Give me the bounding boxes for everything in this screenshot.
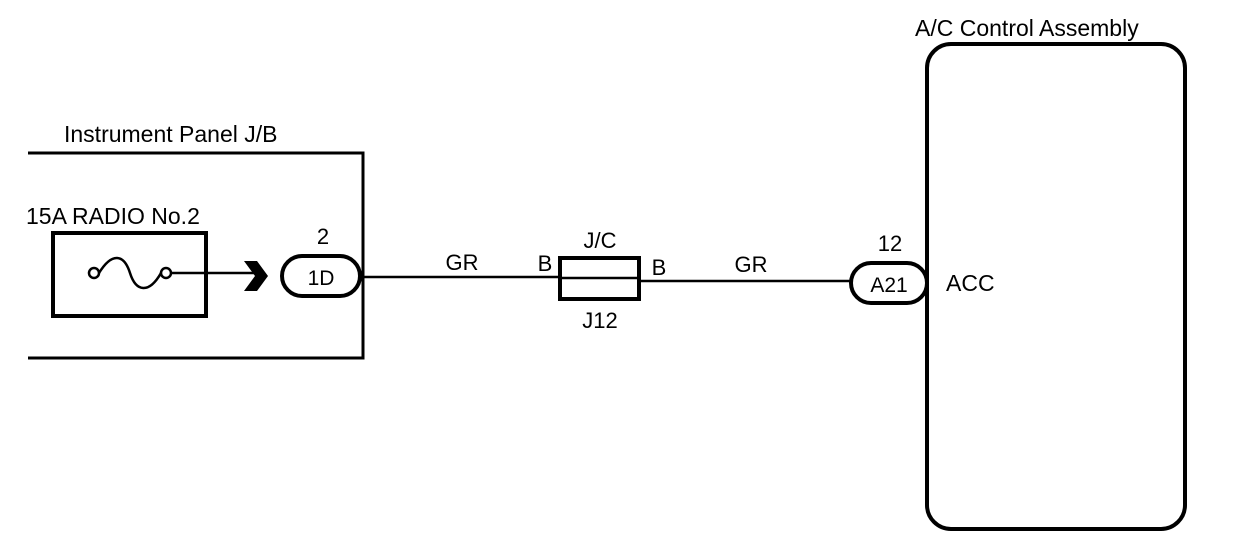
wire-left-color: GR xyxy=(446,250,479,275)
chevron-connector-icon xyxy=(244,261,268,291)
junction-terminal-left: B xyxy=(538,251,553,276)
connector-a21-pin: 12 xyxy=(878,231,902,256)
junction-name: J/C xyxy=(584,228,617,253)
instrument-panel-title: Instrument Panel J/B xyxy=(64,121,278,147)
connector-1d-pin: 2 xyxy=(317,224,329,249)
instrument-panel-jb: Instrument Panel J/B 15A RADIO No.2 1D 2 xyxy=(26,121,365,360)
instrument-panel-border xyxy=(28,151,365,360)
ac-terminal-label: ACC xyxy=(946,270,995,296)
connector-a21 xyxy=(849,261,929,305)
fuse-box xyxy=(51,231,208,318)
connector-a21-code: A21 xyxy=(870,274,907,297)
fuse-label: 15A RADIO No.2 xyxy=(26,203,200,229)
wire-right-color: GR xyxy=(735,252,768,277)
junction-code: J12 xyxy=(582,308,617,333)
fuse-icon xyxy=(87,256,173,290)
junction-connector: J/C J12 B B xyxy=(538,228,667,333)
ac-control-assembly: A/C Control Assembly A21 12 ACC xyxy=(849,15,1187,531)
connector-1d-code: 1D xyxy=(308,267,335,290)
ac-control-title: A/C Control Assembly xyxy=(915,15,1139,41)
junction-terminal-right: B xyxy=(652,255,667,280)
